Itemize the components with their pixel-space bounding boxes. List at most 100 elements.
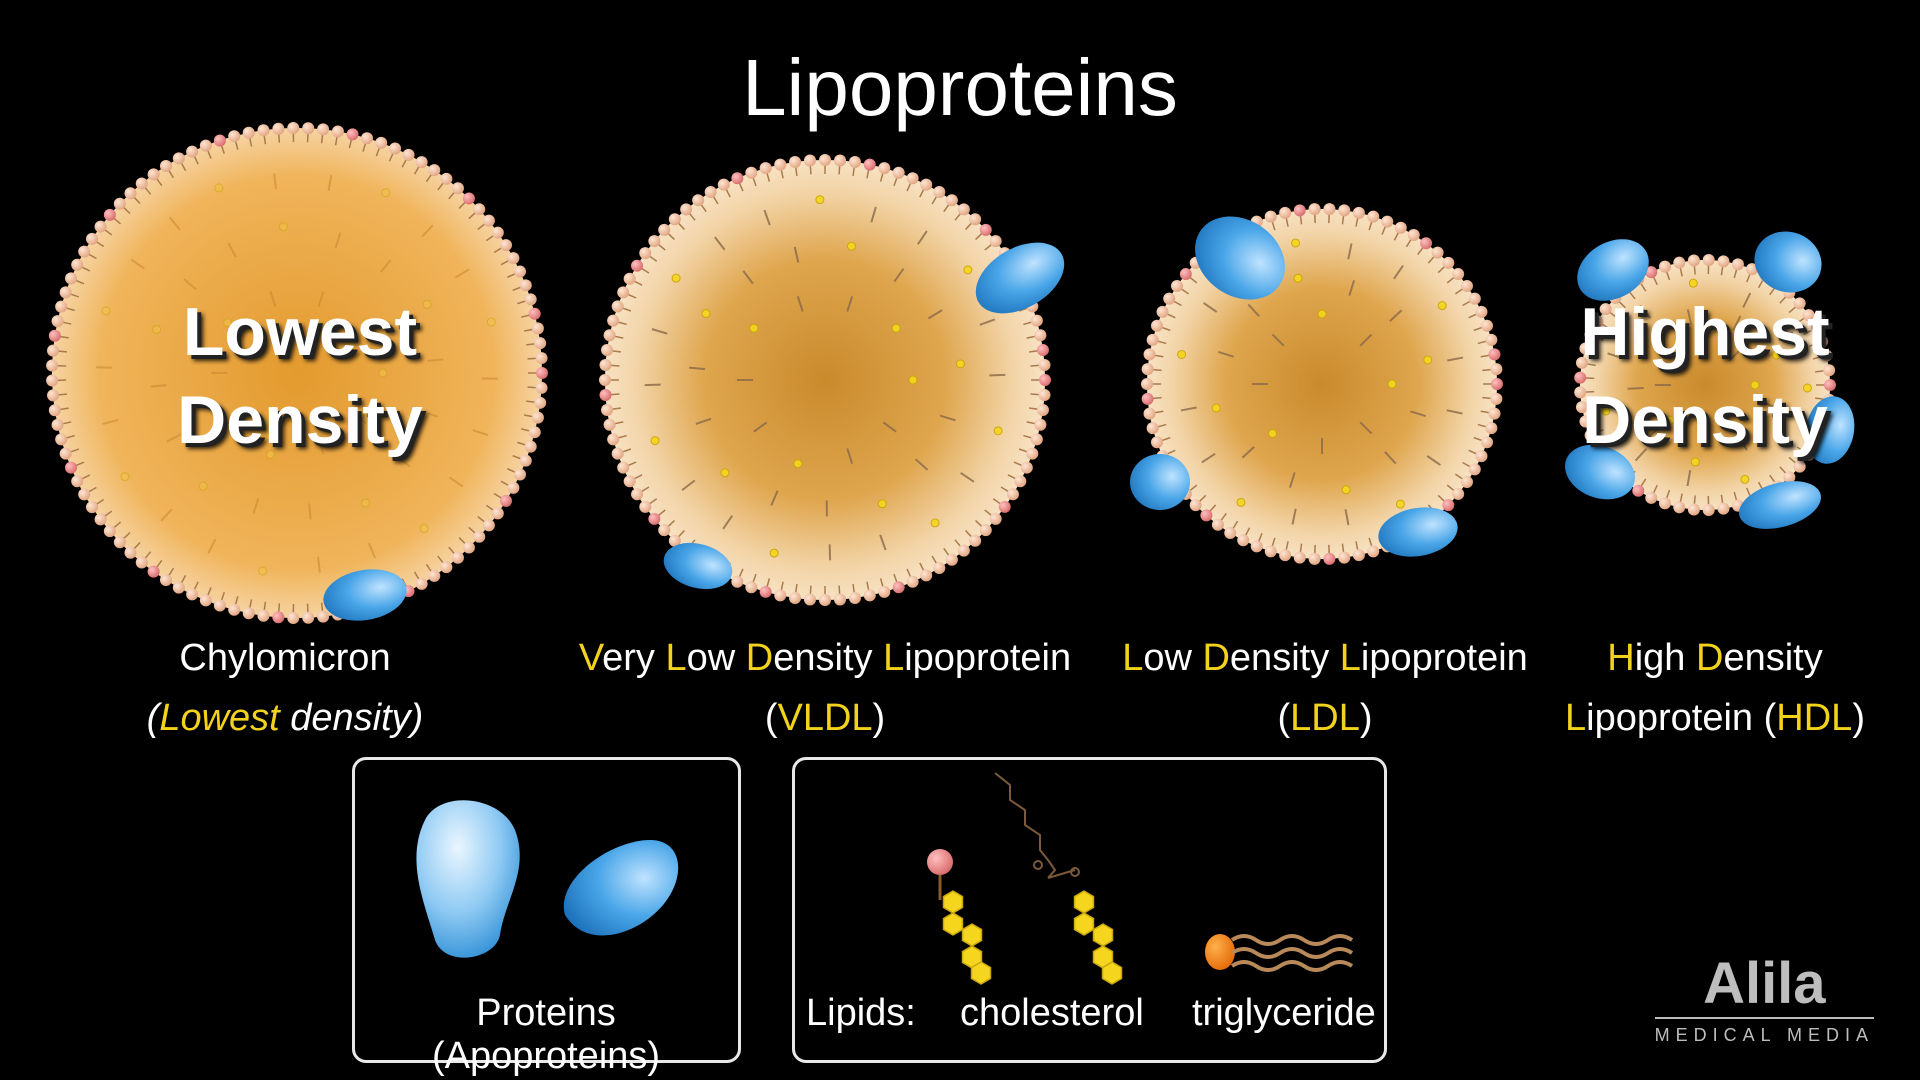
phospholipid-head <box>1688 254 1700 266</box>
cholesterol-mark <box>215 184 223 192</box>
phospholipid-head <box>607 315 619 327</box>
phospholipid-head <box>507 252 519 264</box>
phospholipid-head <box>1031 433 1043 445</box>
phospholipid-head <box>532 412 544 424</box>
phospholipid-head <box>136 177 148 189</box>
phospholipid-head <box>933 562 945 574</box>
phospholipid-head <box>114 198 126 210</box>
phospholipid-head <box>789 592 801 604</box>
phospholipid-head <box>49 404 61 416</box>
phospholipid-head <box>1353 549 1365 561</box>
phospholipid-head <box>745 167 757 179</box>
phospholipid-head <box>492 227 504 239</box>
phospholipid-head <box>958 545 970 557</box>
legend-cholesterol-label: cholesterol <box>960 992 1144 1035</box>
phospholipid-head <box>525 293 537 305</box>
phospholipid-head <box>483 519 495 531</box>
phospholipid-head <box>1323 553 1335 565</box>
label-vldl: Very Low Density Lipoprotein (VLDL) <box>560 628 1090 748</box>
phospholipid-head <box>1039 374 1051 386</box>
phospholipid-head <box>612 300 624 312</box>
phospholipid-head <box>969 213 981 225</box>
phospholipid-head <box>1014 475 1026 487</box>
apoprotein <box>1130 454 1190 510</box>
phospholipid-head <box>774 589 786 601</box>
phospholipid-head <box>287 122 299 134</box>
cholesterol-mark <box>721 469 729 477</box>
phospholipid-head <box>946 194 958 206</box>
phospholipid-head <box>1461 280 1473 292</box>
phospholipid-head <box>731 172 743 184</box>
phospholipid-head <box>71 259 83 271</box>
phospholipid-head <box>745 581 757 593</box>
phospholipid-head <box>1717 503 1729 515</box>
phospholipid-head <box>534 337 546 349</box>
label-chylomicron-line1: Chylomicron <box>130 628 440 688</box>
phospholipid-head <box>1265 211 1277 223</box>
phospholipid-head <box>1007 488 1019 500</box>
phospholipid-head <box>1491 378 1503 390</box>
phospholipid-head <box>1673 501 1685 513</box>
phospholipid-head <box>428 164 440 176</box>
phospholipid-head <box>946 554 958 566</box>
phospholipid-head <box>463 192 475 204</box>
phospholipid-head <box>186 588 198 600</box>
phospholipid-head <box>864 589 876 601</box>
phospholipid-head <box>1485 422 1497 434</box>
phospholipid-head <box>878 586 890 598</box>
phospholipid-head <box>834 155 846 167</box>
phospholipid-head <box>1481 436 1493 448</box>
cholesterol-mark <box>1342 486 1350 494</box>
phospholipid-head <box>1309 553 1321 565</box>
phospholipid-head <box>990 235 1002 247</box>
phospholipid-head <box>1200 509 1212 521</box>
phospholipid-head <box>705 186 717 198</box>
phospholipid-head <box>648 235 660 247</box>
phospholipid-head <box>160 574 172 586</box>
phospholipid-head <box>86 233 98 245</box>
phospholipid-head <box>1142 393 1154 405</box>
alila-logo: Alila MEDICAL MEDIA <box>1655 955 1874 1046</box>
phospholipid-head <box>173 582 185 594</box>
phospholipid-head <box>1420 237 1432 249</box>
cholesterol-mark <box>1438 302 1446 310</box>
phospholipid-head <box>907 172 919 184</box>
phospholipid-head <box>731 576 743 588</box>
cholesterol-mark <box>816 196 824 204</box>
legend-triglyceride-label: triglyceride <box>1192 992 1376 1035</box>
lowest-density-overlay: Lowest Density <box>170 288 430 464</box>
label-vldl-line2: (VLDL) <box>560 688 1090 748</box>
phospholipid-head <box>200 594 212 606</box>
phospholipid-head <box>1632 485 1644 497</box>
cholesterol-mark <box>199 482 207 490</box>
phospholipid-head <box>65 272 77 284</box>
phospholipid-head <box>1031 315 1043 327</box>
phospholipid-head <box>1688 504 1700 516</box>
phospholipid-head <box>692 194 704 206</box>
cholesterol-mark <box>259 567 267 575</box>
label-hdl-line1: High Density <box>1560 628 1870 688</box>
phospholipid-head <box>49 330 61 342</box>
phospholipid-head <box>1224 527 1236 539</box>
phospholipid-head <box>999 501 1011 513</box>
phospholipid-head <box>1442 499 1454 511</box>
phospholipid-head <box>1147 422 1159 434</box>
phospholipid-head <box>604 329 616 341</box>
phospholipid-head <box>1381 216 1393 228</box>
phospholipid-head <box>1475 306 1487 318</box>
cholesterol-mark <box>1294 274 1302 282</box>
phospholipid-head <box>243 127 255 139</box>
cholesterol-mark <box>1178 350 1186 358</box>
phospholipid-head <box>639 501 651 513</box>
phospholipid-head <box>463 542 475 554</box>
logo-subtitle: MEDICAL MEDIA <box>1655 1017 1874 1046</box>
cholesterol-mark <box>121 473 129 481</box>
phospholipid-head <box>1717 255 1729 267</box>
phospholipid-head <box>601 344 613 356</box>
phospholipid-head <box>1481 320 1493 332</box>
phospholipid-head <box>669 213 681 225</box>
cholesterol-mark <box>1212 404 1220 412</box>
phospholipid-head <box>257 124 269 136</box>
phospholipid-head <box>849 156 861 168</box>
phospholipid-head <box>1034 419 1046 431</box>
